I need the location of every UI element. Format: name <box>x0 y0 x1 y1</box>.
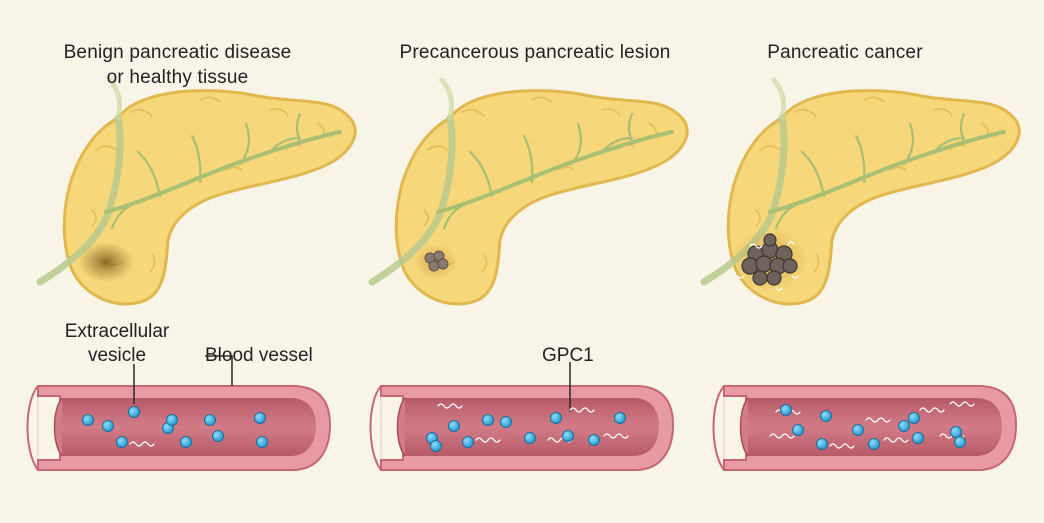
extracellular-vesicle <box>448 420 460 432</box>
blood-vessel-1 <box>26 385 331 471</box>
gpc1-protein <box>437 403 463 409</box>
extracellular-vesicle <box>212 430 224 442</box>
gpc1-protein <box>603 433 629 439</box>
panel-title-precancerous: Precancerous pancreatic lesion <box>370 40 700 65</box>
gpc1-protein <box>129 441 155 447</box>
extracellular-vesicle <box>950 426 962 438</box>
pancreas-benign <box>40 80 355 304</box>
tumor <box>741 233 798 286</box>
extracellular-vesicle <box>254 412 266 424</box>
panel-title-cancer: Pancreatic cancer <box>740 40 950 65</box>
gpc1-protein <box>919 407 945 413</box>
panel-title-benign: Benign pancreatic disease or healthy tis… <box>45 40 310 90</box>
extracellular-vesicle <box>128 406 140 418</box>
pancreas-precancerous <box>372 80 687 304</box>
title-line-1: Benign pancreatic disease <box>63 42 292 63</box>
benign-lesion <box>78 242 134 282</box>
title-line-1: Precancerous pancreatic lesion <box>399 42 671 63</box>
extracellular-vesicle <box>614 412 626 424</box>
blood-vessel-label: Blood vessel <box>205 345 313 366</box>
extracellular-vesicle <box>180 436 192 448</box>
extracellular-vesicle <box>912 432 924 444</box>
gpc1-protein <box>769 433 795 439</box>
pancreas-cancer <box>704 80 1019 304</box>
gpc1-protein <box>569 407 595 413</box>
extracellular-vesicle <box>82 414 94 426</box>
blood-vessel-3 <box>712 385 1017 471</box>
gpc1-protein <box>829 443 855 449</box>
extracellular-vesicle <box>482 414 494 426</box>
gpc1-protein <box>865 417 891 423</box>
extracellular-vesicle <box>908 412 920 424</box>
gpc1-protein <box>883 437 909 443</box>
extracellular-vesicle <box>102 420 114 432</box>
blood-vessel-2 <box>369 385 674 471</box>
gpc1-label: GPC1 <box>542 345 594 366</box>
extracellular-vesicle <box>792 424 804 436</box>
extracellular-vesicle <box>524 432 536 444</box>
extracellular-vesicle <box>166 414 178 426</box>
extracellular-vesicle-label: Extracellular vesicle <box>64 321 170 366</box>
extracellular-vesicle <box>562 430 574 442</box>
extracellular-vesicle <box>256 436 268 448</box>
extracellular-vesicle <box>430 440 442 452</box>
extracellular-vesicle <box>204 414 216 426</box>
extracellular-vesicle <box>550 412 562 424</box>
extracellular-vesicle <box>116 436 128 448</box>
extracellular-vesicle <box>462 436 474 448</box>
extracellular-vesicle <box>500 416 512 428</box>
blood-vessel-leader <box>205 355 233 386</box>
extracellular-vesicle <box>820 410 832 422</box>
extracellular-vesicle <box>898 420 910 432</box>
extracellular-vesicle <box>780 404 792 416</box>
title-line-1: Pancreatic cancer <box>767 42 923 63</box>
gpc1-protein <box>949 401 975 407</box>
title-line-2: or healthy tissue <box>106 67 249 88</box>
extracellular-vesicle <box>852 424 864 436</box>
precancerous-lesion <box>424 250 449 272</box>
extracellular-vesicle <box>588 434 600 446</box>
extracellular-vesicle <box>954 436 966 448</box>
extracellular-vesicle <box>868 438 880 450</box>
extracellular-vesicle <box>816 438 828 450</box>
gpc1-protein <box>475 437 501 443</box>
